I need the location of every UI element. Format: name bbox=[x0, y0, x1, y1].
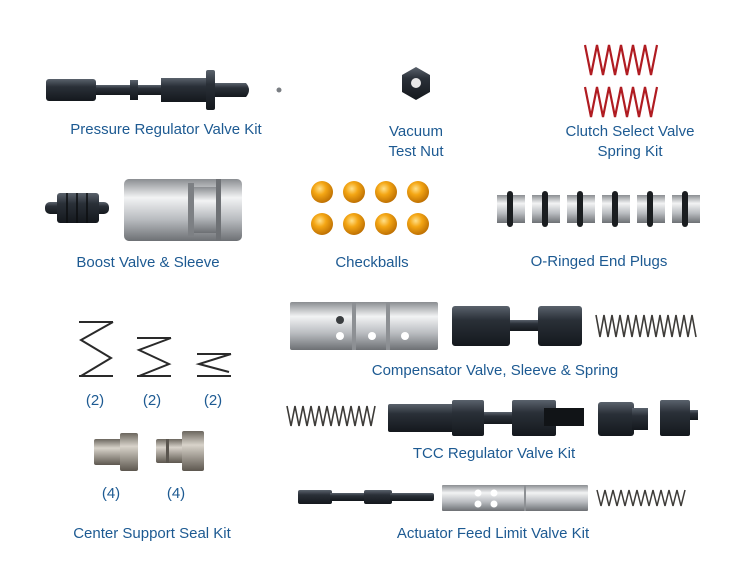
boost-valve-image bbox=[45, 190, 109, 226]
actuator-feed-spring-image bbox=[596, 488, 687, 508]
end-plugs-image bbox=[497, 191, 703, 227]
compensator-label: Compensator Valve, Sleeve & Spring bbox=[371, 362, 619, 379]
spring-qty-3: (2) bbox=[203, 392, 223, 409]
clutch-select-springs-image bbox=[583, 43, 663, 121]
seal-spring bbox=[195, 353, 232, 377]
checkball bbox=[343, 181, 365, 203]
clutch-select-label-line2: Spring Kit bbox=[597, 143, 663, 160]
checkball bbox=[375, 181, 397, 203]
center-support-springs-image bbox=[77, 320, 237, 380]
tcc-spring-image bbox=[286, 404, 379, 428]
compensator-sleeve-image bbox=[290, 302, 438, 350]
end-plug bbox=[637, 191, 665, 227]
pressure-regulator-label: Pressure Regulator Valve Kit bbox=[70, 121, 262, 138]
seal-spring bbox=[79, 321, 114, 377]
pressure-regulator-valve-image bbox=[46, 66, 286, 114]
end-plug bbox=[497, 191, 525, 227]
clutch-select-label-line1: Clutch Select Valve bbox=[565, 123, 695, 140]
checkball bbox=[311, 213, 333, 235]
end-plug bbox=[602, 191, 630, 227]
actuator-feed-label: Actuator Feed Limit Valve Kit bbox=[396, 525, 590, 542]
checkballs-label: Checkballs bbox=[335, 254, 409, 271]
tcc-valve-image bbox=[388, 400, 584, 436]
checkball bbox=[375, 213, 397, 235]
checkball bbox=[407, 213, 429, 235]
vacuum-test-nut-image bbox=[400, 66, 432, 102]
vacuum-test-nut-label-line2: Test Nut bbox=[388, 143, 444, 160]
vacuum-test-nut-label: Vacuum Test Nut bbox=[370, 122, 462, 162]
center-support-seal-2-image bbox=[156, 431, 204, 471]
checkball bbox=[407, 181, 429, 203]
actuator-feed-valve-image bbox=[298, 488, 434, 506]
compensator-spring-image bbox=[595, 313, 700, 339]
boost-sleeve-image bbox=[124, 179, 242, 241]
end-plug bbox=[672, 191, 700, 227]
center-support-seal-1-image bbox=[94, 433, 138, 471]
tcc-regulator-label: TCC Regulator Valve Kit bbox=[412, 445, 576, 462]
seal-qty-1: (4) bbox=[101, 485, 121, 502]
end-plugs-label: O-Ringed End Plugs bbox=[530, 253, 668, 270]
end-plug bbox=[567, 191, 595, 227]
tcc-plug-2-image bbox=[660, 400, 700, 436]
seal-qty-2: (4) bbox=[166, 485, 186, 502]
center-support-label: Center Support Seal Kit bbox=[73, 525, 231, 542]
spring-qty-1: (2) bbox=[85, 392, 105, 409]
clutch-select-label: Clutch Select Valve Spring Kit bbox=[555, 122, 705, 162]
spring-qty-2: (2) bbox=[142, 392, 162, 409]
compensator-valve-image bbox=[452, 306, 582, 346]
checkball bbox=[343, 213, 365, 235]
actuator-feed-sleeve-image bbox=[442, 485, 588, 511]
tcc-plug-1-image bbox=[598, 402, 648, 436]
seal-spring bbox=[136, 337, 172, 377]
checkballs-image bbox=[310, 180, 432, 238]
end-plug bbox=[532, 191, 560, 227]
checkball bbox=[311, 181, 333, 203]
vacuum-test-nut-label-line1: Vacuum bbox=[389, 123, 443, 140]
boost-valve-label: Boost Valve & Sleeve bbox=[76, 254, 220, 271]
